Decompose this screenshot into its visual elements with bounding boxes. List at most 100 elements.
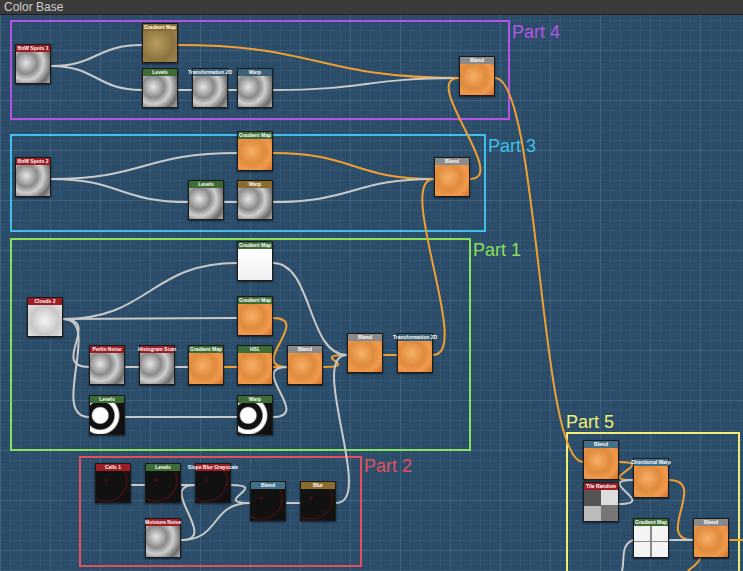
node-title: Gradient Map <box>190 346 222 353</box>
node-thumbnail <box>398 341 432 372</box>
node-wire <box>669 480 693 540</box>
node-thumbnail <box>348 341 382 372</box>
graph-node: Levels <box>145 463 181 503</box>
node-title: Gradient Map <box>144 24 176 31</box>
node-title: Warp <box>249 181 261 188</box>
node-title: BnW Spots 2 <box>18 158 49 165</box>
graph-node: Blend <box>583 440 619 480</box>
frame-label: Part 3 <box>488 136 536 156</box>
node-title: Levels <box>152 69 168 76</box>
node-header: Blend <box>435 158 469 165</box>
node-title: Blend <box>445 158 459 165</box>
node-header: Blend <box>694 519 728 526</box>
node-wire <box>63 263 237 319</box>
node-thumbnail <box>238 249 272 280</box>
graph-title: Color Base <box>4 0 63 14</box>
node-header: Perlin Noise <box>90 346 124 353</box>
node-header: Transformation 2D <box>398 334 432 341</box>
node-wire <box>181 503 250 540</box>
node-header: Gradient Map <box>238 297 272 304</box>
graph-node: HSL <box>237 345 273 385</box>
node-wire <box>51 66 142 90</box>
node-header: Levels <box>143 69 177 76</box>
node-wire <box>224 366 238 368</box>
graph-node: Gradient Map <box>237 131 273 171</box>
node-thumbnail <box>694 526 728 557</box>
node-thumbnail <box>238 403 272 434</box>
node-header: Levels <box>146 464 180 471</box>
node-title: Gradient Map <box>239 132 271 139</box>
node-wire <box>273 179 434 202</box>
node-wire <box>181 485 195 540</box>
input-wire <box>688 558 700 571</box>
node-title: Blend <box>298 346 312 353</box>
node-thumbnail <box>238 76 272 107</box>
node-wire <box>273 78 459 90</box>
graph-node: Warp <box>237 68 273 108</box>
node-header: Blend <box>251 482 285 489</box>
node-thumbnail <box>634 466 668 497</box>
frame-label: Part 4 <box>512 22 560 42</box>
node-header: BnW Spots 2 <box>16 158 50 165</box>
node-title: Tile Random <box>586 483 616 490</box>
node-wire <box>273 318 287 367</box>
node-thumbnail <box>238 353 272 384</box>
graph-node: Levels <box>89 395 125 435</box>
node-title: Gradient Map <box>239 297 271 304</box>
node-wire <box>178 89 192 91</box>
graph-node: Clouds 2 <box>27 297 63 337</box>
node-wire <box>422 179 444 355</box>
node-wire <box>669 539 693 541</box>
node-thumbnail <box>460 64 494 95</box>
node-wire <box>334 355 349 503</box>
graph-node: Warp <box>237 180 273 220</box>
node-wire <box>231 485 250 503</box>
node-title: Directional Warp <box>631 459 671 466</box>
node-wire <box>449 78 481 179</box>
graph-node: Histogram Scan <box>139 345 175 385</box>
node-wire <box>273 367 287 417</box>
node-title: Clouds 2 <box>34 298 55 305</box>
node-thumbnail <box>16 52 50 83</box>
node-wire <box>131 484 145 486</box>
node-header: Warp <box>238 181 272 188</box>
node-title: Perlin Noise <box>93 346 122 353</box>
node-wire <box>175 366 189 368</box>
frame-label: Part 2 <box>364 456 412 476</box>
node-title: Gradient Map <box>239 242 271 249</box>
node-header: Blend <box>460 57 494 64</box>
node-title: Blend <box>358 334 372 341</box>
graph-node: Levels <box>142 68 178 108</box>
graph-node: Blend <box>347 333 383 373</box>
node-title: Blend <box>594 441 608 448</box>
output-wire <box>729 539 743 541</box>
node-header: Levels <box>90 396 124 403</box>
node-title: Blur <box>313 482 323 489</box>
node-header: Gradient Map <box>238 242 272 249</box>
node-wire <box>273 153 434 179</box>
node-wire <box>125 416 237 418</box>
node-header: Warp <box>238 396 272 403</box>
frame-box: Part 4BnW Spots 1Gradient MapLevelsTrans… <box>10 20 510 120</box>
node-title: Blend <box>261 482 275 489</box>
input-wire <box>622 540 633 571</box>
graph-node: BnW Spots 1 <box>15 44 51 84</box>
graph-node: Cells 1 <box>95 463 131 503</box>
node-header: Gradient Map <box>143 24 177 31</box>
graph-node: Moisture Noise <box>145 518 181 558</box>
frame-box: Part 3BnW Spots 2Gradient MapLevelsWarpB… <box>10 134 486 232</box>
node-title: Levels <box>198 181 214 188</box>
node-thumbnail <box>16 165 50 196</box>
node-header: HSL <box>238 346 272 353</box>
node-title: Slope Blur Grayscale <box>188 464 238 471</box>
node-thumbnail <box>140 353 174 384</box>
node-wire <box>273 263 347 355</box>
node-title: Gradient Map <box>635 519 667 526</box>
node-thumbnail <box>584 448 618 479</box>
node-thumbnail <box>196 471 230 502</box>
node-thumbnail <box>238 188 272 219</box>
node-wire <box>51 153 237 179</box>
node-title: BnW Spots 1 <box>18 45 49 52</box>
node-wire <box>495 78 583 462</box>
graph-node: Blend <box>693 518 729 558</box>
